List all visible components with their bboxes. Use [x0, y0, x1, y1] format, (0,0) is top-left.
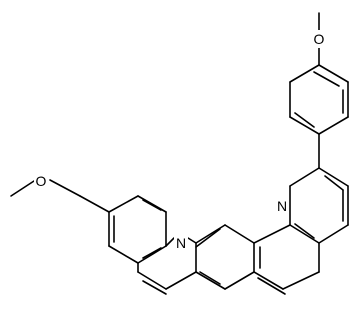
o-left-backdrop	[34, 172, 49, 190]
n-lower-backdrop	[174, 234, 188, 252]
n-upper-backdrop	[275, 197, 289, 215]
single-bond	[165, 271, 197, 290]
oxygen-label-top: O	[314, 31, 325, 47]
nitrogen-label-upper: N	[277, 198, 287, 214]
single-bond	[137, 195, 167, 213]
double-bond-inner-line	[257, 277, 286, 295]
single-bond	[318, 64, 349, 83]
oxygen-label-left: O	[36, 173, 47, 189]
single-bond	[137, 245, 167, 264]
double-bond-inner-line	[313, 71, 340, 87]
single-bond	[49, 179, 81, 197]
single-bond	[195, 224, 226, 244]
single-bond	[137, 271, 167, 290]
double-bond-inner-line	[142, 280, 167, 295]
single-bond	[165, 237, 175, 247]
single-bond	[79, 195, 110, 213]
nitrogen-label-lower: N	[176, 235, 186, 251]
single-bond	[318, 116, 349, 135]
single-bond	[187, 237, 197, 244]
o-top-backdrop	[312, 30, 327, 48]
double-bond-inner-line	[294, 223, 315, 239]
atom-label-layer: N N O O	[34, 30, 327, 252]
double-bond-inner-line	[199, 271, 221, 285]
single-bond	[108, 245, 139, 264]
single-bond	[195, 271, 226, 290]
single-bond	[318, 167, 349, 187]
single-bond	[253, 224, 291, 244]
double-bond-inner-line	[142, 199, 162, 211]
bond-layer	[10, 12, 349, 295]
single-bond	[224, 224, 255, 244]
single-bond	[282, 271, 320, 290]
double-bond-inner-line	[195, 228, 221, 248]
single-bond	[253, 271, 284, 290]
single-bond	[108, 195, 139, 213]
single-bond	[289, 64, 320, 83]
single-bond	[224, 271, 255, 290]
single-bond	[318, 224, 349, 244]
double-bond-inner-line	[142, 247, 162, 259]
single-bond	[289, 224, 320, 244]
single-bond	[10, 180, 35, 197]
single-bond	[289, 167, 320, 187]
double-bond-inner-line	[294, 112, 315, 128]
double-bond-inner-line	[324, 175, 344, 191]
single-bond	[289, 116, 320, 135]
